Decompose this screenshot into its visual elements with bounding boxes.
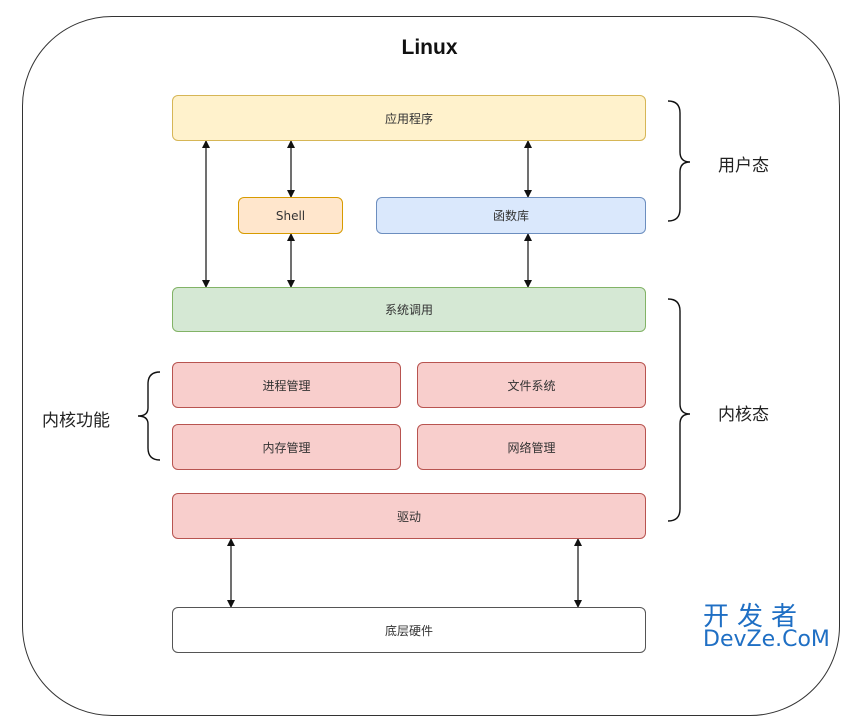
diagram-title: Linux bbox=[401, 36, 458, 59]
kernel-mode-label: 内核态 bbox=[718, 405, 769, 425]
shell-box: Shell bbox=[238, 197, 343, 234]
kernel-functions-label: 内核功能 bbox=[42, 411, 110, 431]
watermark-en: DevZe.CoM bbox=[703, 627, 830, 652]
brace-kernel-mode bbox=[667, 298, 691, 522]
driver-box: 驱动 bbox=[172, 493, 646, 539]
watermark-cn: 开发者 bbox=[703, 602, 806, 632]
brace-user-mode bbox=[667, 100, 691, 222]
connector-layer bbox=[137, 100, 691, 608]
network-management-box: 网络管理 bbox=[417, 424, 646, 470]
filesystem-box: 文件系统 bbox=[417, 362, 646, 408]
syscall-box: 系统调用 bbox=[172, 287, 646, 332]
process-management-box: 进程管理 bbox=[172, 362, 401, 408]
app-box: 应用程序 bbox=[172, 95, 646, 141]
brace-kernel-functions bbox=[137, 371, 161, 461]
user-mode-label: 用户态 bbox=[718, 156, 769, 176]
memory-management-box: 内存管理 bbox=[172, 424, 401, 470]
hardware-box: 底层硬件 bbox=[172, 607, 646, 653]
library-box: 函数库 bbox=[376, 197, 646, 234]
